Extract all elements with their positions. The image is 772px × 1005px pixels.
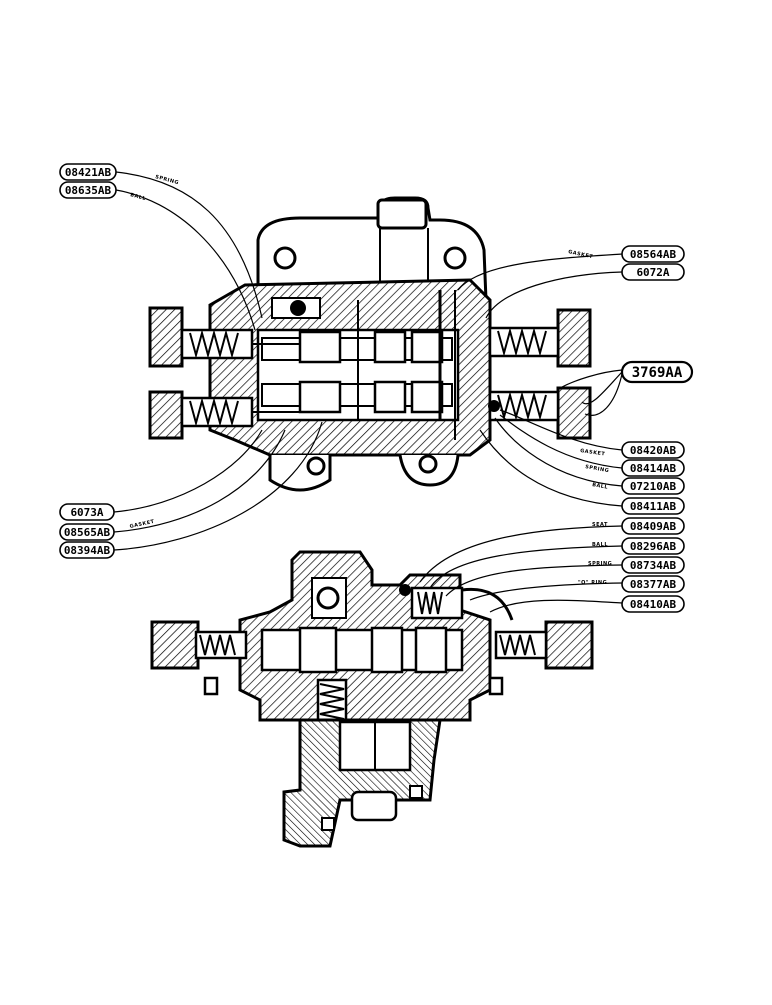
callout-08377AB: 08377AB "O" RING — [578, 575, 685, 593]
callout-08411AB: 08411AB — [621, 497, 685, 515]
callout-08635AB: 08635AB BALL — [59, 181, 147, 202]
callout-07210AB: 07210AB BALL — [592, 477, 685, 495]
part-note: SEAT — [592, 522, 608, 528]
part-number: 08420AB — [630, 444, 677, 457]
part-number: 08734AB — [630, 559, 677, 572]
part-number: 08565AB — [64, 526, 111, 539]
callout-08296AB: 08296AB BALL — [592, 537, 685, 555]
part-note: GASKET — [129, 519, 155, 530]
callout-08410AB: 08410AB — [621, 595, 685, 613]
part-note: GASKET — [568, 249, 594, 260]
callouts-bottom: 08409AB SEAT 08296AB BALL 08734AB SPRING… — [578, 517, 685, 613]
callout-3769AA: 3769AA — [620, 360, 694, 384]
leader-lines — [113, 171, 623, 613]
callouts-top: 08421AB SPRING 08635AB BALL 08564AB GASK… — [59, 163, 694, 559]
part-note: SPRING — [585, 464, 610, 474]
part-number: 08410AB — [630, 598, 677, 611]
part-number: 6072A — [636, 266, 669, 279]
callout-08414AB: 08414AB SPRING — [585, 459, 685, 477]
part-number: 07210AB — [630, 480, 677, 493]
callout-08565AB: 08565AB GASKET — [59, 519, 155, 541]
part-note: SPRING — [588, 561, 612, 567]
part-note: BALL — [129, 192, 146, 202]
callout-6072A: 6072A — [621, 263, 685, 281]
part-number: 08409AB — [630, 520, 677, 533]
callout-08409AB: 08409AB SEAT — [592, 517, 685, 535]
callout-08564AB: 08564AB GASKET — [568, 245, 685, 263]
part-note: "O" RING — [578, 580, 607, 586]
part-number: 08377AB — [630, 578, 677, 591]
bottom-valve-view — [150, 550, 594, 848]
part-number: 08414AB — [630, 462, 677, 475]
right-lower-fitting — [488, 386, 592, 440]
part-number: 08421AB — [65, 166, 112, 179]
callout-08420AB: 08420AB GASKET — [580, 441, 685, 459]
part-number: 08635AB — [65, 184, 112, 197]
callout-08734AB: 08734AB SPRING — [588, 556, 685, 574]
part-number: 08411AB — [630, 500, 677, 513]
part-note: BALL — [592, 482, 609, 491]
part-note: BALL — [592, 542, 608, 548]
part-note: GASKET — [580, 448, 606, 457]
part-number: 08296AB — [630, 540, 677, 553]
left-lower-fitting — [148, 390, 300, 440]
top-valve-view — [148, 196, 592, 492]
part-number: 08564AB — [630, 248, 677, 261]
callout-6073A: 6073A — [59, 503, 115, 521]
part-number: 6073A — [70, 506, 103, 519]
part-number: 3769AA — [632, 365, 683, 381]
part-number: 08394AB — [64, 544, 111, 557]
right-upper-fitting — [488, 308, 592, 368]
left-upper-fitting — [148, 306, 300, 368]
callout-08394AB: 08394AB — [59, 541, 115, 559]
